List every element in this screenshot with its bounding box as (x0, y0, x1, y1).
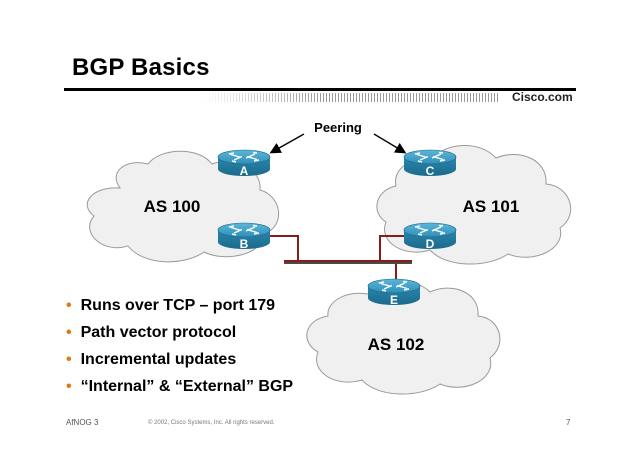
bullet-item: • Runs over TCP – port 179 (66, 297, 293, 324)
router-a: A (217, 149, 271, 178)
network-links (264, 235, 404, 280)
router-d-label: D (426, 237, 435, 251)
router-c: C (403, 149, 457, 178)
peering-arrow-left (269, 133, 305, 154)
router-e-label: E (390, 293, 398, 307)
as101-label: AS 101 (463, 197, 520, 216)
page-number: 7 (566, 418, 571, 427)
bullet-text: Incremental updates (80, 351, 237, 368)
bullet-text: Path vector protocol (80, 324, 237, 341)
router-c-label: C (426, 164, 435, 178)
router-b-label: B (240, 237, 249, 251)
brand-logo: Cisco.com (512, 90, 573, 104)
bullet-dot-icon: • (66, 324, 72, 341)
as100-label: AS 100 (144, 197, 201, 216)
router-d: D (403, 222, 457, 251)
footer-copyright: © 2002, Cisco Systems, Inc. All rights r… (148, 420, 275, 426)
title-rule (64, 88, 576, 91)
router-b: B (217, 222, 271, 251)
slide-title: BGP Basics (72, 54, 210, 81)
bullet-item: • “Internal” & “External” BGP (66, 378, 293, 405)
footer-event: AfNOG 3 (66, 418, 99, 427)
bullet-item: • Incremental updates (66, 351, 293, 378)
as102-label: AS 102 (368, 335, 425, 354)
peering-arrow-right (373, 133, 407, 154)
peering-label: Peering (314, 120, 362, 135)
bullet-list: • Runs over TCP – port 179 • Path vector… (66, 297, 293, 405)
router-a-label: A (240, 164, 249, 178)
bullet-dot-icon: • (66, 351, 72, 368)
header-stripes (200, 93, 500, 102)
bullet-item: • Path vector protocol (66, 324, 293, 351)
bullet-dot-icon: • (66, 378, 72, 395)
bullet-dot-icon: • (66, 297, 72, 314)
router-e: E (367, 278, 421, 307)
bullet-text: “Internal” & “External” BGP (80, 378, 294, 395)
bullet-text: Runs over TCP – port 179 (80, 297, 276, 314)
